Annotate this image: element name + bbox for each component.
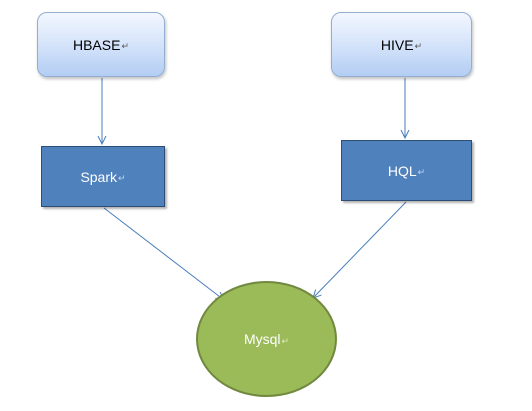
node-spark-label: Spark xyxy=(80,168,118,185)
node-mysql-label: Mysql xyxy=(243,331,281,347)
paragraph-mark-icon: ↵ xyxy=(417,167,426,177)
node-hive-label: HIVE xyxy=(380,36,414,53)
paragraph-mark-icon: ↵ xyxy=(414,41,423,51)
node-hql-label: HQL xyxy=(387,162,417,179)
node-spark: Spark↵ xyxy=(41,146,165,207)
paragraph-mark-icon: ↵ xyxy=(121,41,129,51)
node-hbase-label: HBASE xyxy=(72,36,121,53)
node-hbase: HBASE↵ xyxy=(37,12,165,77)
node-hql: HQL↵ xyxy=(341,140,472,201)
paragraph-mark-icon: ↵ xyxy=(281,335,290,346)
edge-hql-to-mysql xyxy=(313,201,407,298)
node-mysql: Mysql↵ xyxy=(196,281,337,397)
edge-spark-to-mysql xyxy=(103,207,224,300)
node-hive: HIVE↵ xyxy=(331,12,472,77)
paragraph-mark-icon: ↵ xyxy=(118,173,126,183)
